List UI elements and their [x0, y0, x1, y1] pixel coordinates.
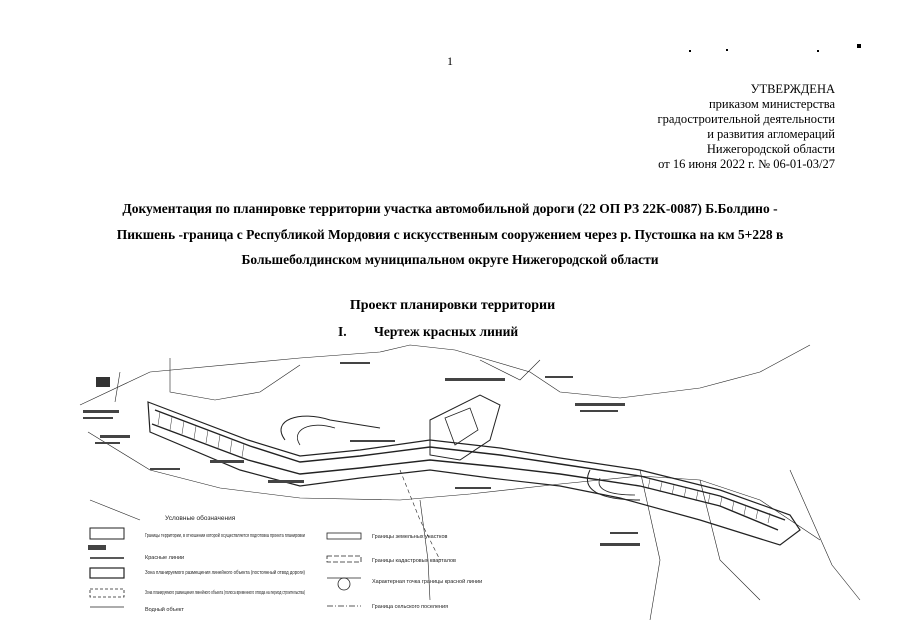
legend-item: Границы земельных участков: [372, 534, 448, 540]
legend-item: Зона планируемого размещения линейного о…: [145, 589, 305, 596]
document-title: Документация по планировке территории уч…: [60, 196, 840, 273]
approval-line: и развития агломераций: [707, 127, 835, 141]
scan-speck: [689, 50, 691, 52]
page-number: 1: [447, 54, 453, 68]
approval-line: градостроительной деятельности: [657, 112, 835, 126]
subsection-heading: I. Чертеж красных линий: [338, 324, 518, 340]
legend-item: Характерная точка границы красной линии: [372, 578, 482, 585]
legend-item: Красные линии: [145, 555, 184, 561]
legend-item: Зона планируемого размещения линейного о…: [145, 569, 305, 576]
scan-speck: [726, 49, 728, 51]
legend-item: Водный объект: [145, 606, 184, 613]
legend-item: Границы кадастровых кварталов: [372, 558, 456, 564]
scan-speck: [817, 50, 819, 52]
title-line: Пикшень -граница с Республикой Мордовия …: [116, 226, 784, 242]
subsection-number: I.: [338, 324, 347, 339]
approval-heading: УТВЕРЖДЕНА: [750, 82, 835, 96]
scan-speck: [857, 44, 861, 48]
title-line: Большеболдинском муниципальном округе Ни…: [241, 252, 659, 267]
approval-line: Нижегородской области: [706, 142, 835, 156]
approval-line: от 16 июня 2022 г. № 06-01-03/27: [658, 157, 835, 171]
approval-stamp: УТВЕРЖДЕНА приказом министерства градост…: [535, 82, 835, 172]
approval-line: приказом министерства: [708, 97, 835, 111]
legend-heading: Условные обозначения: [165, 514, 236, 522]
title-line: Документация по планировке территории уч…: [122, 201, 778, 216]
section-title: Проект планировки территории: [349, 298, 556, 313]
subsection-title: Чертеж красных линий: [374, 324, 519, 339]
legend-item: Граница сельского поселения: [372, 604, 448, 610]
legend-item: Границы территории, в отношении которой …: [145, 532, 305, 539]
